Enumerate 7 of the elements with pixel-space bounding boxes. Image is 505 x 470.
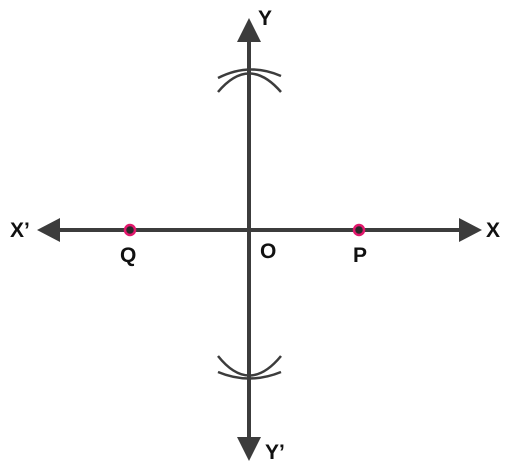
axis-label: Y (258, 8, 272, 29)
axis-label: Y’ (265, 442, 285, 463)
point-label: Q (120, 245, 136, 266)
axis-label: X’ (10, 220, 30, 241)
axis-label: X (486, 220, 500, 241)
point-label: O (260, 241, 276, 262)
point-label: P (353, 245, 368, 266)
